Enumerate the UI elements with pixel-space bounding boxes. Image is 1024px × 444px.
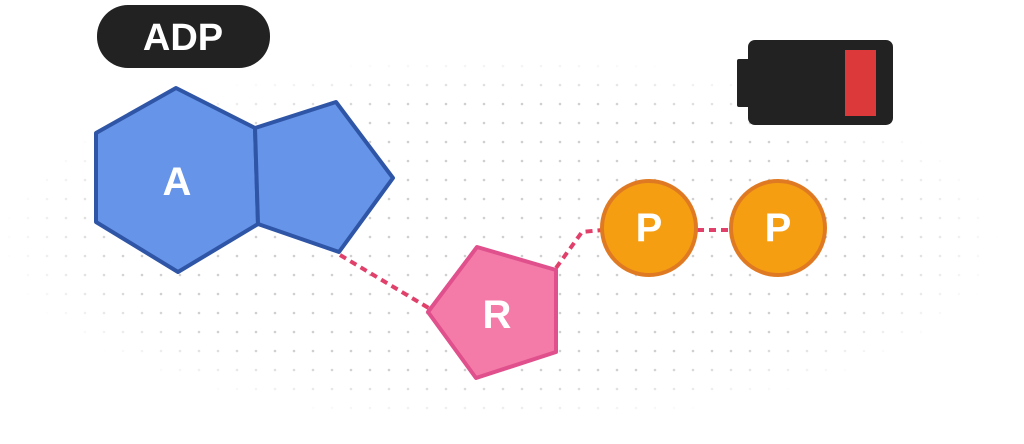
low-battery-icon	[737, 40, 893, 125]
title-text: ADP	[143, 17, 223, 59]
title-badge: ADP	[97, 5, 270, 68]
phosphate-1: P	[600, 179, 698, 277]
phosphate-label: P	[636, 206, 663, 250]
battery-charge	[845, 50, 876, 116]
ribose-label: R	[483, 293, 512, 337]
adenine-group: A	[94, 86, 395, 274]
bond-ribose-phosphate	[554, 228, 603, 270]
ribose-group: R	[426, 245, 558, 380]
adenine-label: A	[163, 160, 192, 204]
ribose-pentagon	[426, 245, 558, 380]
adenine-pentagon	[253, 100, 395, 254]
phosphate-2: P	[729, 179, 827, 277]
bond-sugar-ribose	[338, 253, 434, 312]
phosphate-label: P	[765, 206, 792, 250]
